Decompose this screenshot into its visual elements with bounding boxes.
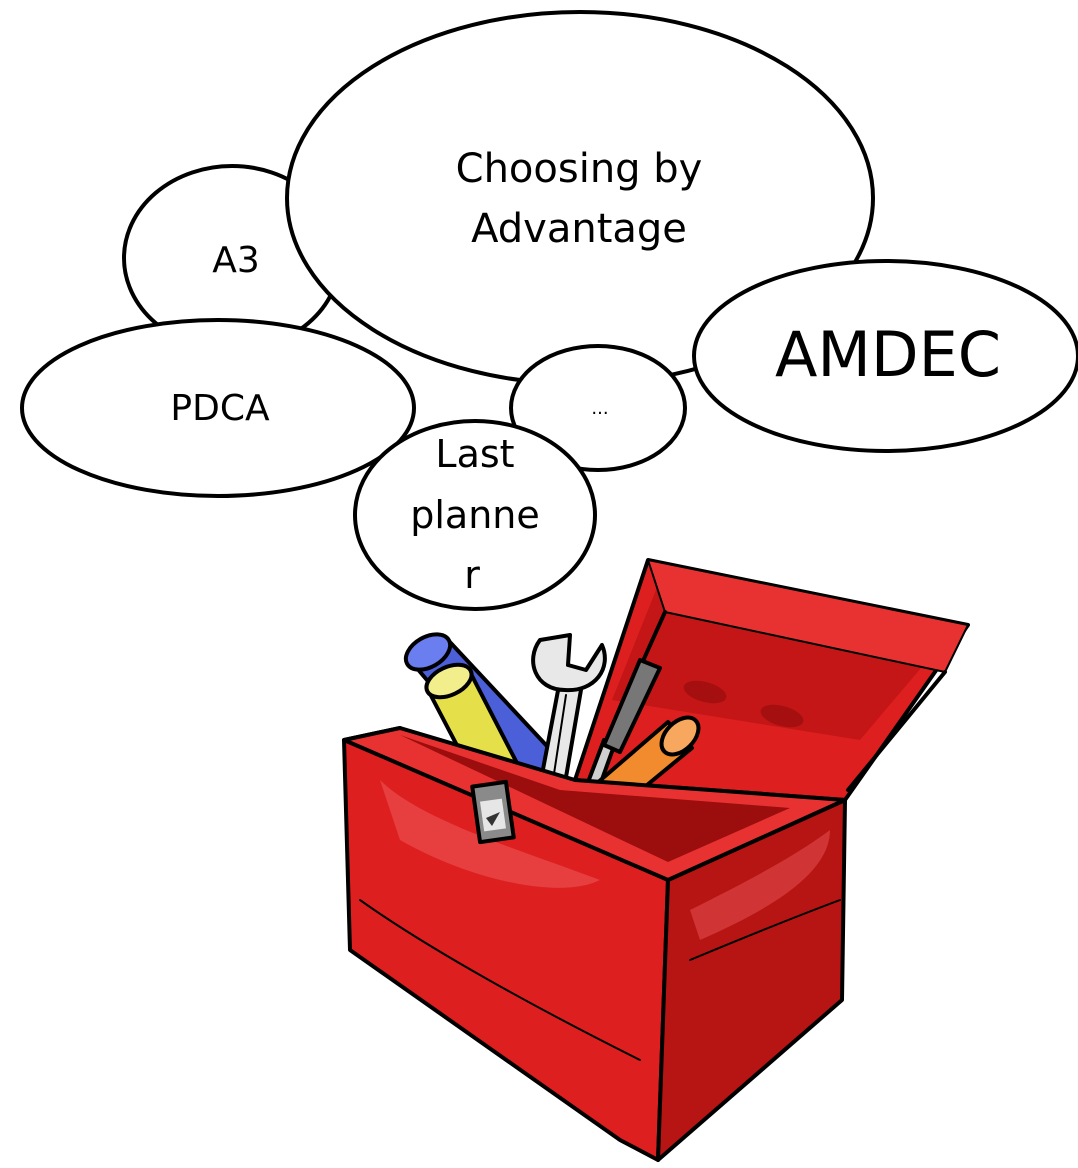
bubble-last-planner-line-3: r [464, 553, 480, 597]
bubble-last-planner-line-2: planne [410, 493, 540, 537]
bubble-last-planner: Last planne r [353, 419, 597, 611]
bubble-ellipsis-label: ... [591, 398, 608, 419]
bubble-amdec-label: AMDEC [775, 318, 1001, 391]
toolbox-icon [342, 558, 970, 1162]
toolbox-latch [470, 779, 516, 845]
bubble-a3-label: A3 [212, 240, 260, 281]
bubble-choosing-line-2: Advantage [471, 206, 687, 252]
bubble-ellipsis: ... [509, 344, 687, 472]
bubble-pdca: PDCA [20, 318, 416, 498]
bubble-last-planner-line-1: Last [435, 432, 514, 476]
toolbox-body [342, 726, 847, 1162]
bubble-pdca-label: PDCA [170, 388, 270, 429]
bubble-amdec: AMDEC [692, 259, 1078, 453]
bubble-choosing-line-1: Choosing by [456, 146, 703, 192]
bubble-choosing-by-advantage: Choosing by Advantage [285, 10, 875, 386]
